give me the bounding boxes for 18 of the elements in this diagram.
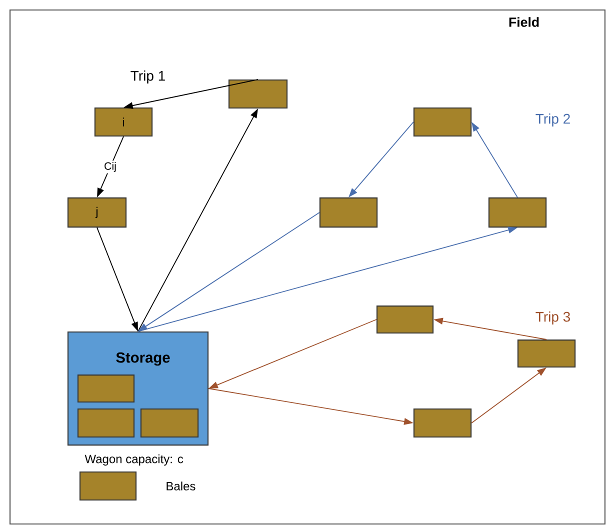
bale-box — [413, 107, 472, 137]
bale-box — [140, 408, 199, 438]
trip-label: Trip 1 — [130, 70, 165, 84]
bale-box — [488, 197, 547, 228]
edge-label: Cij — [102, 160, 118, 174]
bale-box — [517, 340, 576, 368]
trip-label: Trip 2 — [536, 113, 570, 127]
bale-box — [376, 306, 434, 334]
bale-box — [77, 374, 135, 402]
node-label: Wagon capacity: c — [84, 454, 184, 466]
legend-label: Bales — [166, 482, 196, 490]
bale-box — [319, 197, 378, 228]
trip-label: Trip 3 — [536, 311, 570, 325]
bale-box — [77, 408, 135, 438]
bale-box: j — [67, 197, 127, 228]
bale-box: i — [94, 107, 153, 137]
bale-box — [413, 408, 472, 438]
bale-box — [228, 79, 288, 109]
